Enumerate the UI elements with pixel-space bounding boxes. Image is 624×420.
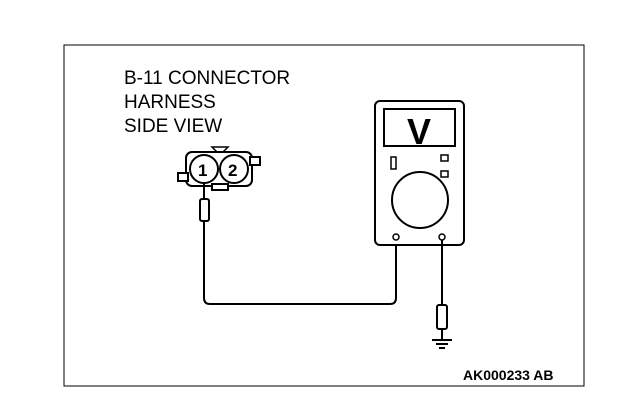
ground-icon bbox=[432, 339, 452, 349]
voltmeter-unit: V bbox=[407, 111, 431, 152]
b11-connector: 1 2 bbox=[177, 146, 261, 200]
connector-probe-handle bbox=[199, 198, 210, 222]
pin-2-circle bbox=[219, 154, 249, 184]
voltmeter-switch-left bbox=[390, 156, 397, 170]
pin-1-label: 1 bbox=[198, 161, 207, 180]
test-lead-wire bbox=[203, 232, 397, 305]
figure-code: AK000233 AB bbox=[463, 367, 554, 383]
pin-2-label: 2 bbox=[228, 161, 237, 180]
ground-lead bbox=[436, 240, 448, 340]
ground-probe-handle bbox=[436, 304, 448, 330]
connector-bottom-tab bbox=[211, 183, 229, 191]
title-line-2: HARNESS bbox=[124, 92, 216, 113]
diagram-frame bbox=[63, 44, 585, 387]
voltmeter-terminal-left bbox=[392, 233, 400, 241]
connector-right-tab bbox=[249, 156, 261, 166]
voltmeter-button-bottom bbox=[440, 170, 449, 178]
connector-probe bbox=[199, 198, 210, 232]
voltmeter-display bbox=[383, 108, 456, 147]
connector-left-tab bbox=[177, 172, 189, 182]
voltmeter-button-top bbox=[440, 154, 449, 162]
voltmeter: V bbox=[374, 100, 465, 246]
voltmeter-dial bbox=[391, 171, 449, 229]
title-line-1: B-11 CONNECTOR bbox=[124, 68, 290, 89]
title-line-3: SIDE VIEW bbox=[124, 116, 222, 137]
